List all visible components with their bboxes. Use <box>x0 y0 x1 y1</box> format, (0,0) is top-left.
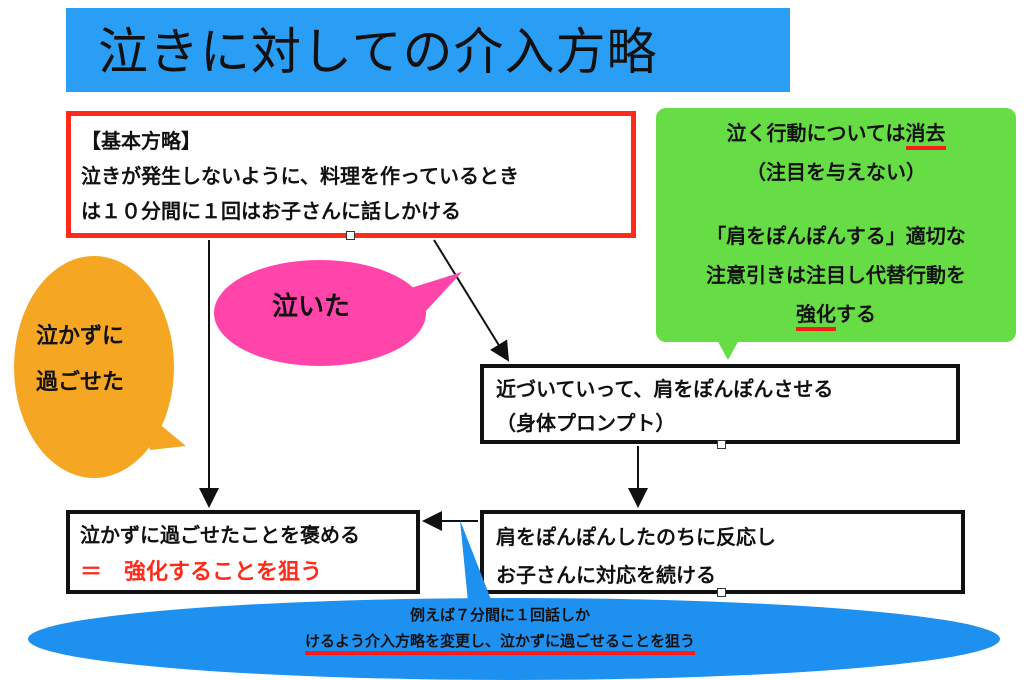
strategy-line-1: 泣きが発生しないように、料理を作っているとき <box>81 164 519 188</box>
not-cried-line-2: 過ごせた <box>36 370 125 395</box>
extinction-line-2: （注目を与えない） <box>746 160 926 184</box>
example-ellipse <box>28 598 1000 680</box>
not-cried-label: 泣かずに 過ごせた <box>36 314 124 406</box>
example-text: 例えば７分間に１回話しか けるよう介入方略を変更し、泣かずに過ごせることを狙う <box>120 602 880 655</box>
example-line-1: 例えば７分間に１回話しか <box>409 606 590 624</box>
not-cried-bubble <box>14 256 174 478</box>
green-callout-tail <box>716 338 740 360</box>
not-cried-line-1: 泣かずに <box>36 324 125 349</box>
praise-line-2: ＝ 強化することを狙う <box>80 560 323 585</box>
extinction-callout: 泣く行動については消去 （注目を与えない） 「肩をぽんぽんする」適切な 注意引き… <box>656 108 1016 342</box>
prompt-box: 近づいていって、肩をぽんぽんさせる （身体プロンプト） <box>480 364 960 444</box>
response-line-1: 肩をぽんぽんしたのちに反応し <box>496 525 776 549</box>
extinction-line-4: 注意引きは注目し代替行動を <box>706 263 966 287</box>
praise-line-1: 泣かずに過ごせたことを褒める <box>80 523 360 547</box>
cried-label: 泣いた <box>272 292 351 322</box>
prompt-line-2: （身体プロンプト） <box>496 411 676 435</box>
prompt-line-1: 近づいていって、肩をぽんぽんさせる <box>496 377 834 401</box>
resize-handle[interactable] <box>346 231 355 240</box>
extinction-line-3: 「肩をぽんぽんする」適切な <box>706 224 966 248</box>
strategy-heading: 【基本方略】 <box>81 129 201 153</box>
extinction-line-1: 泣く行動については <box>726 121 906 145</box>
resize-handle[interactable] <box>717 588 726 597</box>
reinforce-underlined: 強化 <box>796 302 836 331</box>
strategy-line-2: は１０分間に１回はお子さんに話しかける <box>81 199 461 223</box>
example-line-2: けるよう介入方略を変更し、泣かずに過ごせることを狙う <box>304 632 695 655</box>
arrow-strategy-to-prompt <box>433 239 510 362</box>
title-banner <box>66 8 790 92</box>
response-line-2: お子さんに対応を続ける <box>496 563 716 587</box>
extinction-underlined: 消去 <box>905 121 946 150</box>
praise-box: 泣かずに過ごせたことを褒める ＝ 強化することを狙う <box>66 510 420 594</box>
extinction-line-5: する <box>836 302 876 326</box>
page-title: 泣きに対しての介入方略 <box>98 23 658 81</box>
cried-bubble <box>214 260 426 366</box>
resize-handle[interactable] <box>717 440 726 449</box>
